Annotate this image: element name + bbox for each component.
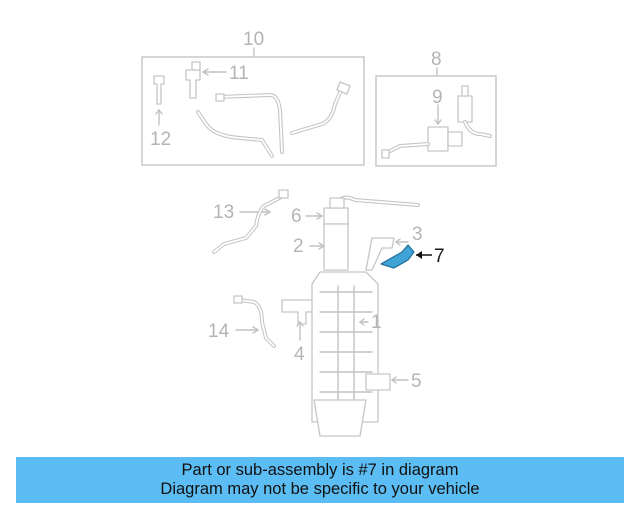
callout-9: 9: [432, 87, 443, 108]
banner-line-disclaimer: Diagram may not be specific to your vehi…: [160, 480, 480, 498]
subassembly-10-group: [141, 47, 365, 166]
callout-8: 8: [431, 49, 442, 70]
part-13-hose: [212, 189, 289, 254]
canister-assembly: [281, 195, 432, 437]
part-7-highlight: [380, 244, 415, 269]
callout-4: 4: [294, 344, 305, 365]
callout-13: 13: [213, 202, 234, 223]
banner-line-part: Part or sub-assembly is #7 in diagram: [181, 461, 459, 479]
callout-3: 3: [412, 224, 423, 245]
callout-7: 7: [434, 246, 445, 267]
callout-10: 10: [243, 29, 264, 50]
callout-1: 1: [371, 312, 382, 333]
callout-5: 5: [411, 371, 422, 392]
callout-2: 2: [293, 236, 304, 257]
info-banner: Part or sub-assembly is #7 in diagram Di…: [16, 457, 624, 503]
callout-11: 11: [229, 63, 249, 84]
callout-12: 12: [150, 129, 171, 150]
subassembly-10-box: [141, 56, 365, 166]
subassembly-8-group: [375, 67, 497, 167]
callout-6: 6: [291, 206, 302, 227]
callout-14: 14: [208, 321, 230, 342]
part-14-hose: [233, 295, 276, 348]
